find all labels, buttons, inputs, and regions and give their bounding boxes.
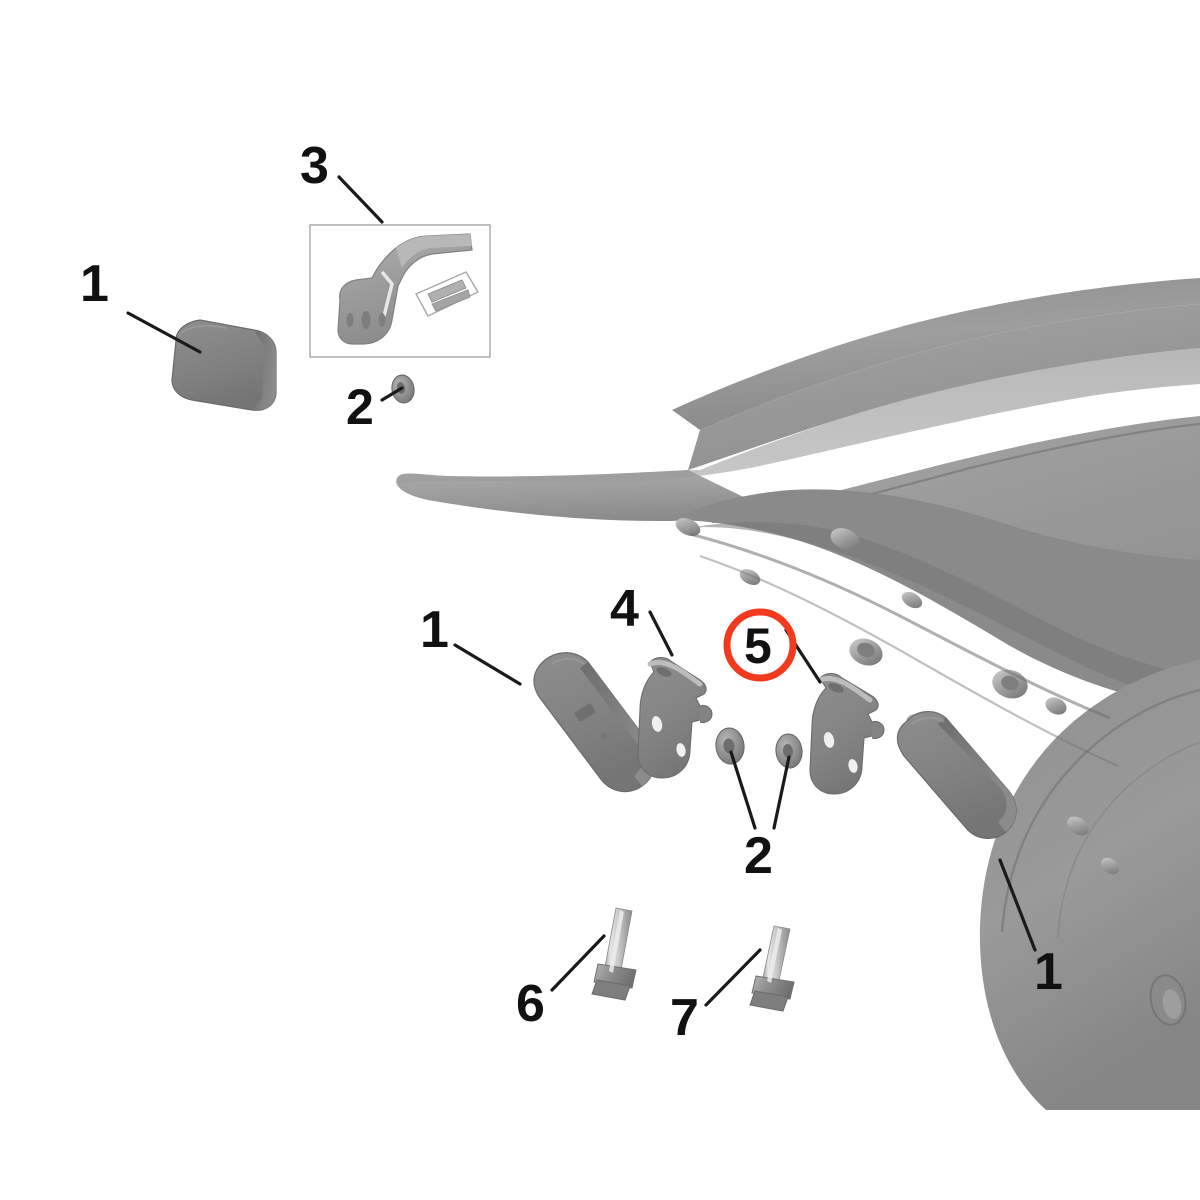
tail-grommet-hole-inner: [1162, 989, 1182, 1019]
inset-pad-1: [427, 279, 467, 303]
cap-mid-left-dot: [600, 732, 608, 740]
inset-pad-2: [431, 289, 471, 312]
washer-right-bore: [782, 744, 794, 758]
bracket-4-slot: [656, 667, 672, 677]
bracket-5-tab: [871, 721, 885, 739]
leader-c2-washers-0: [729, 750, 757, 830]
boss-2: [739, 568, 761, 586]
callout-label-c2-upper[interactable]: 2: [346, 379, 374, 435]
bracket-5-slot: [828, 683, 844, 693]
bracket-4-hole-1: [651, 716, 663, 732]
boss-3: [830, 528, 860, 550]
cap-right-edge: [938, 718, 1017, 832]
bolt-6-head: [591, 979, 631, 1001]
tail-crease-lower-2: [1057, 741, 1200, 939]
highlight-ring-5: [723, 608, 797, 682]
part-3-detail-inset: [309, 224, 491, 358]
bracket-4-arm-highlight: [647, 659, 703, 687]
boss-11: [1101, 857, 1119, 875]
cap-right-highlight: [911, 716, 945, 725]
tail-upper-panel: [688, 304, 1200, 470]
leader-c1-mid-left: [453, 643, 522, 686]
cowl-wing-shadow: [397, 348, 1200, 484]
shelf-rail-2: [699, 554, 1119, 768]
part-5-right-mount-bracket: [809, 672, 885, 795]
callout-highlight-layer: [723, 608, 797, 682]
callout-label-c6-bolt[interactable]: 6: [516, 975, 545, 1033]
tail-top-edge: [672, 278, 1200, 430]
bracket-4-tab: [699, 705, 713, 723]
leader-c7-bolt: [704, 948, 762, 1007]
bolt-6-highlight: [609, 910, 624, 973]
boss-5-bore: [857, 642, 875, 658]
part-1-cover-cap-upper-left: [171, 319, 277, 411]
bracket-5-arm-highlight: [817, 675, 873, 703]
inset-hole-2: [361, 311, 371, 329]
boss-7-bore: [1001, 675, 1019, 691]
inset-hole-1: [346, 313, 354, 327]
part-1-cover-cap-right: [896, 711, 1017, 839]
part-7-flange-bolt: [749, 925, 795, 1012]
callout-label-c7-bolt[interactable]: 7: [670, 989, 699, 1047]
bolt-7-head: [749, 990, 789, 1012]
shelf-rail-1: [689, 532, 1111, 720]
bracket-5-hole-2: [848, 759, 858, 773]
inset-bracket-top-flange: [396, 234, 472, 268]
tail-body-assembly: [396, 278, 1200, 1110]
part-6-flange-bolt: [591, 907, 637, 1001]
callout-label-c1-right[interactable]: 1: [1034, 943, 1063, 1001]
callout-label-c3-inset[interactable]: 3: [300, 137, 329, 195]
cap-mid-left-badge: [574, 703, 596, 722]
leader-c3-inset: [337, 175, 384, 224]
part-4-left-mount-bracket: [637, 656, 713, 779]
boss-1: [675, 517, 701, 537]
bracket-4-hole-2: [676, 743, 686, 757]
inset-bracket-highlight: [380, 270, 394, 317]
callout-label-c1-mid-left[interactable]: 1: [420, 601, 449, 659]
inset-bracket-body: [337, 233, 473, 345]
cap-upper-left-highlight: [179, 325, 227, 335]
cap-upper-left-edge: [252, 330, 276, 411]
leader-c4-bracket: [648, 610, 674, 657]
leader-c6-bolt: [550, 934, 606, 992]
bolt-7-highlight: [767, 928, 782, 983]
cap-mid-left-highlight: [551, 657, 585, 665]
bracket-5-body: [809, 672, 879, 795]
bracket-5-hole-1: [823, 732, 835, 748]
part-2-washers: [715, 727, 803, 769]
callout-label-c1-upper-left[interactable]: 1: [80, 255, 109, 313]
washer-left-bore: [723, 738, 735, 754]
boss-4: [901, 591, 923, 609]
leader-c1-right: [998, 858, 1037, 952]
bracket-4-body: [637, 656, 707, 779]
cowl-wing-upper: [396, 470, 760, 522]
leader-c1-upper-left: [126, 311, 202, 354]
boss-10: [1067, 816, 1089, 836]
inset-hole-3: [378, 313, 386, 327]
callout-label-c4-bracket[interactable]: 4: [610, 580, 639, 638]
leader-c2-upper: [380, 386, 404, 402]
leader-c2-washers-1: [772, 755, 791, 830]
tail-inner-shadow: [690, 522, 1200, 702]
callout-label-c2-washers[interactable]: 2: [744, 827, 773, 885]
callout-label-c5-bracket[interactable]: 5: [744, 618, 772, 674]
boss-8: [1045, 697, 1067, 715]
